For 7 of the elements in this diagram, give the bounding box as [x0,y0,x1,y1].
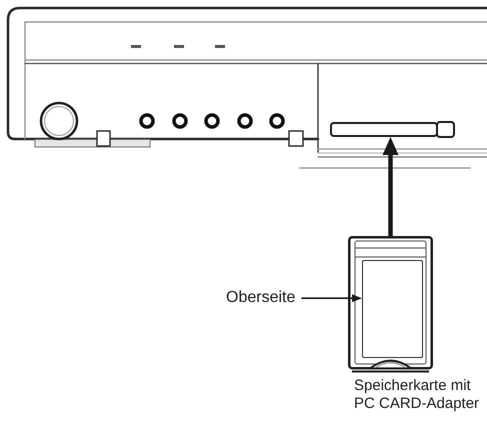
insert-arrow [382,137,398,236]
card-slot [330,122,438,137]
card-top-face [362,260,423,358]
callout-text: Oberseite [226,289,296,308]
card-label: Speicherkarte mit PC CARD-Adapter [354,377,480,413]
leader-arrow [301,294,362,302]
memory-card-drawing [348,236,433,373]
